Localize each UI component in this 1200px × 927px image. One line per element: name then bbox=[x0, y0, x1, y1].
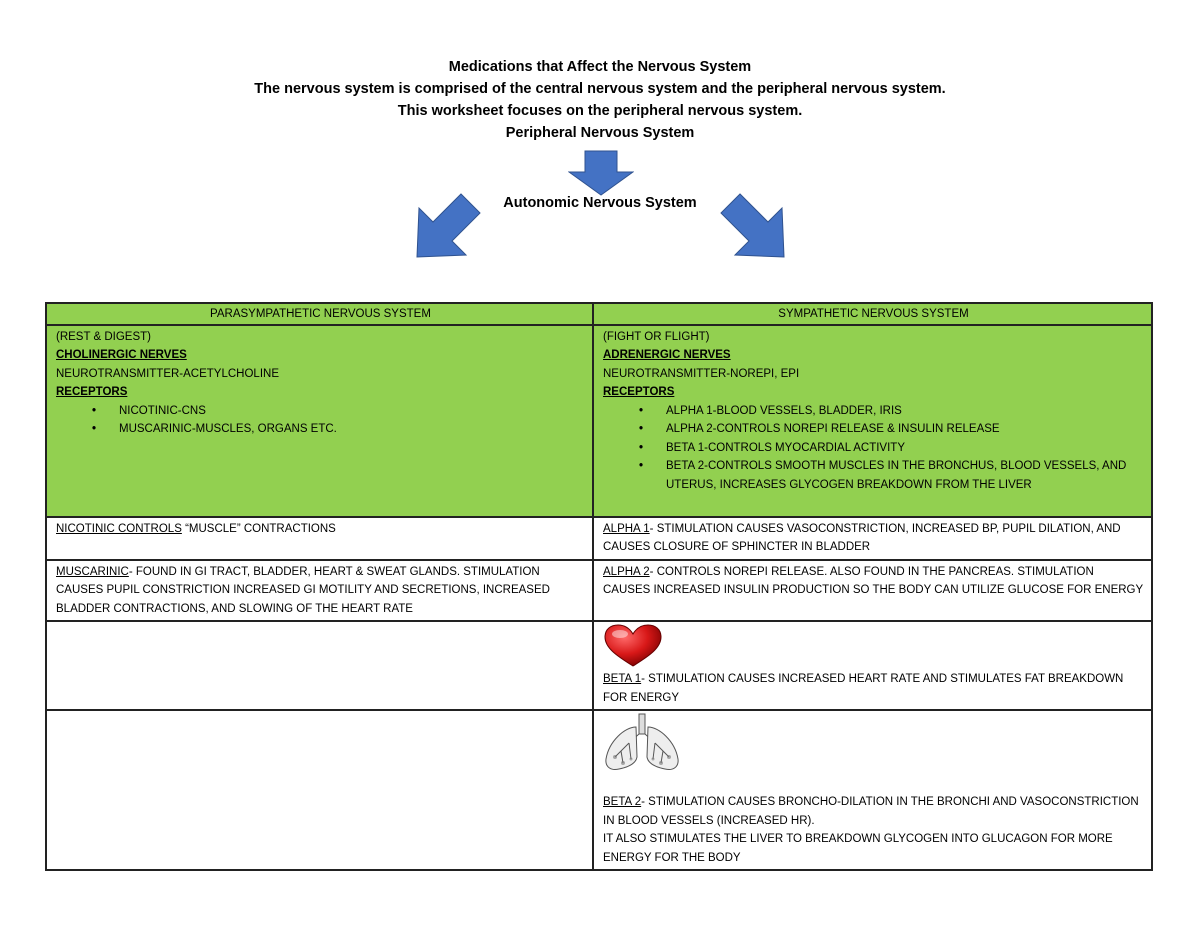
muscarinic-cell: MUSCARINIC- FOUND IN GI TRACT, BLADDER, … bbox=[45, 558, 594, 622]
table-row: MUSCARINIC- FOUND IN GI TRACT, BLADDER, … bbox=[45, 558, 1153, 622]
alpha2-term: ALPHA 2 bbox=[603, 565, 650, 578]
down-arrow-icon bbox=[568, 150, 634, 196]
document-header: Medications that Affect the Nervous Syst… bbox=[0, 56, 1200, 144]
alpha1-text: - STIMULATION CAUSES VASOCONSTRICTION, I… bbox=[603, 522, 1121, 554]
empty-cell bbox=[45, 620, 594, 711]
table-row: NICOTINIC CONTROLS “MUSCLE” CONTRACTIONS… bbox=[45, 515, 1153, 561]
pns-label: Peripheral Nervous System bbox=[505, 125, 695, 141]
para-nerves: CHOLINERGIC NERVES bbox=[56, 349, 187, 361]
intro-line-2: This worksheet focuses on the peripheral… bbox=[397, 103, 803, 119]
beta2-text: - STIMULATION CAUSES BRONCHO-DILATION IN… bbox=[603, 796, 1139, 827]
para-neurotransmitter: NEUROTRANSMITTER-ACETYLCHOLINE bbox=[56, 367, 279, 380]
table-overview-row: (REST & DIGEST) CHOLINERGIC NERVES NEURO… bbox=[45, 323, 1153, 518]
list-item: BETA 2-CONTROLS SMOOTH MUSCLES IN THE BR… bbox=[639, 457, 1144, 494]
down-right-arrow-icon bbox=[720, 193, 785, 258]
lungs-icon bbox=[605, 713, 679, 770]
list-item: NICOTINIC-CNS bbox=[92, 402, 585, 421]
alpha2-cell: ALPHA 2- CONTROLS NOREPI RELEASE. ALSO F… bbox=[592, 558, 1153, 622]
table-row: BETA 2- STIMULATION CAUSES BRONCHO-DILAT… bbox=[45, 709, 1153, 871]
list-item: MUSCARINIC-MUSCLES, ORGANS ETC. bbox=[92, 420, 585, 439]
alpha1-cell: ALPHA 1- STIMULATION CAUSES VASOCONSTRIC… bbox=[592, 515, 1153, 561]
symp-neurotransmitter: NEUROTRANSMITTER-NOREPI, EPI bbox=[603, 367, 800, 380]
para-tagline: (REST & DIGEST) bbox=[56, 330, 151, 343]
symp-tagline: (FIGHT OR FLIGHT) bbox=[603, 330, 710, 343]
symp-receptor-list: ALPHA 1-BLOOD VESSELS, BLADDER, IRIS ALP… bbox=[603, 402, 1144, 495]
symp-heading: SYMPATHETIC NERVOUS SYSTEM bbox=[592, 302, 1153, 326]
symp-overview-cell: (FIGHT OR FLIGHT) ADRENERGIC NERVES NEUR… bbox=[592, 323, 1153, 518]
nicotinic-term: NICOTINIC CONTROLS bbox=[56, 522, 182, 535]
beta1-term: BETA 1 bbox=[603, 673, 642, 685]
para-receptors-label: RECEPTORS bbox=[56, 386, 128, 398]
down-left-arrow-icon bbox=[416, 193, 481, 258]
muscarinic-term: MUSCARINIC bbox=[56, 565, 129, 578]
autonomic-label: Autonomic Nervous System bbox=[503, 195, 697, 211]
intro-line-1: The nervous system is comprised of the c… bbox=[254, 81, 946, 97]
beta2-cell: BETA 2- STIMULATION CAUSES BRONCHO-DILAT… bbox=[592, 709, 1153, 871]
beta1-cell: BETA 1- STIMULATION CAUSES INCREASED HEA… bbox=[592, 620, 1153, 711]
table-row: BETA 1- STIMULATION CAUSES INCREASED HEA… bbox=[45, 620, 1153, 711]
nicotinic-cell: NICOTINIC CONTROLS “MUSCLE” CONTRACTIONS bbox=[45, 515, 594, 561]
empty-cell bbox=[45, 709, 594, 871]
para-heading: PARASYMPATHETIC NERVOUS SYSTEM bbox=[45, 302, 594, 326]
nervous-system-table: PARASYMPATHETIC NERVOUS SYSTEM SYMPATHET… bbox=[45, 302, 1153, 871]
beta2-term: BETA 2 bbox=[603, 796, 642, 808]
alpha1-term: ALPHA 1 bbox=[603, 522, 650, 535]
para-receptor-list: NICOTINIC-CNS MUSCARINIC-MUSCLES, ORGANS… bbox=[56, 402, 585, 439]
list-item: ALPHA 1-BLOOD VESSELS, BLADDER, IRIS bbox=[639, 402, 1144, 421]
symp-receptors-label: RECEPTORS bbox=[603, 386, 675, 398]
muscarinic-text: - FOUND IN GI TRACT, BLADDER, HEART & SW… bbox=[56, 565, 550, 615]
heart-icon bbox=[604, 624, 662, 667]
symp-nerves: ADRENERGIC NERVES bbox=[603, 349, 731, 361]
list-item: BETA 1-CONTROLS MYOCARDIAL ACTIVITY bbox=[639, 439, 1144, 458]
list-item: ALPHA 2-CONTROLS NOREPI RELEASE & INSULI… bbox=[639, 420, 1144, 439]
alpha2-text: - CONTROLS NOREPI RELEASE. ALSO FOUND IN… bbox=[603, 565, 1144, 597]
beta1-text: - STIMULATION CAUSES INCREASED HEART RAT… bbox=[603, 673, 1124, 704]
nicotinic-text: “MUSCLE” CONTRACTIONS bbox=[181, 522, 336, 535]
para-overview-cell: (REST & DIGEST) CHOLINERGIC NERVES NEURO… bbox=[45, 323, 594, 518]
table-header-row: PARASYMPATHETIC NERVOUS SYSTEM SYMPATHET… bbox=[45, 302, 1153, 326]
beta2-text-2: IT ALSO STIMULATES THE LIVER TO BREAKDOW… bbox=[603, 833, 1113, 864]
page-title: Medications that Affect the Nervous Syst… bbox=[448, 59, 752, 75]
